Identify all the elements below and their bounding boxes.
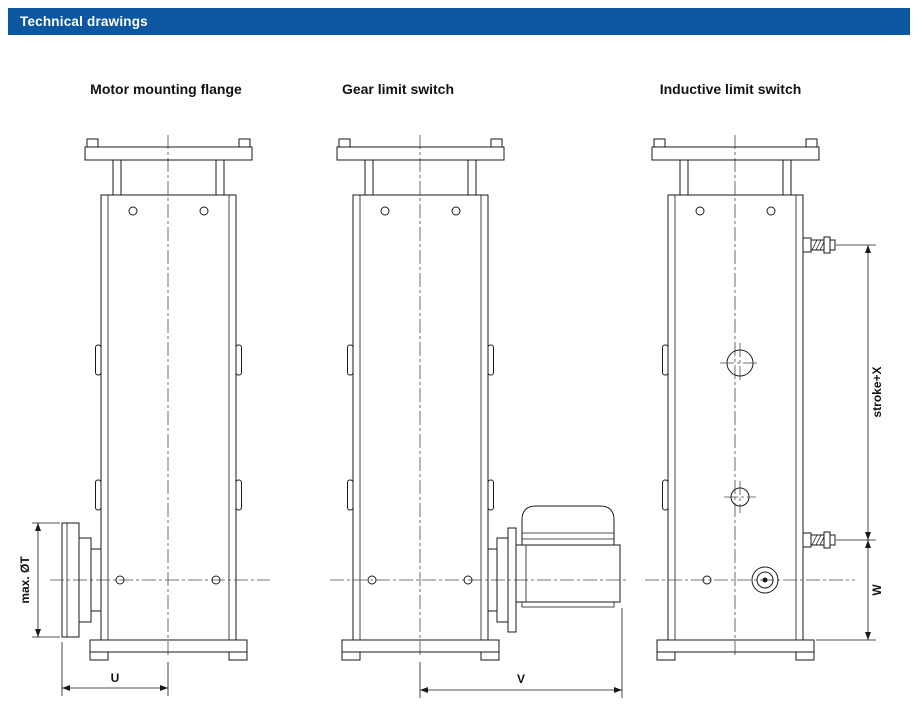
inductive-sensor-top: [802, 236, 836, 254]
motor-mounting-flange-drawing: max. ØT U: [20, 135, 270, 696]
foot-right: [795, 651, 815, 661]
foot-left: [656, 651, 676, 661]
column-body: [645, 135, 855, 661]
base-plate: [656, 639, 815, 653]
foot-left: [341, 651, 361, 661]
dimension-stroke-X: stroke+X: [836, 244, 884, 541]
foot-right: [480, 651, 500, 661]
arrowhead: [614, 687, 622, 693]
guide-post-right: [782, 159, 792, 196]
top-flange-plate: [651, 146, 820, 161]
shaft-end: [751, 566, 779, 594]
side-tab: [487, 479, 494, 511]
dimension-V: V: [419, 608, 623, 698]
lower-hole-right: [211, 575, 221, 585]
top-hole-left: [695, 206, 705, 216]
side-tab: [487, 344, 494, 376]
dimension-U: U: [61, 642, 169, 696]
side-tab: [662, 479, 669, 511]
top-bolt-left: [86, 138, 99, 148]
section-header: Technical drawings: [8, 8, 910, 35]
column-body: [330, 135, 628, 661]
arrowhead: [865, 632, 871, 640]
top-bolt-right: [805, 138, 818, 148]
top-bolt-right: [238, 138, 251, 148]
arrowhead: [62, 685, 70, 691]
motor-flange: [61, 522, 102, 638]
side-tab: [235, 479, 242, 511]
side-tab: [95, 479, 102, 511]
arrowhead: [865, 532, 871, 540]
guide-post-left: [364, 159, 374, 196]
gear-limit-switch-drawing: V: [330, 135, 628, 698]
foot-right: [228, 651, 248, 661]
switch-body: [515, 544, 621, 603]
dimension-max-diameter-T: max. ØT: [20, 522, 60, 638]
guide-post-right: [467, 159, 477, 196]
top-flange-plate: [336, 146, 505, 161]
arrowhead: [160, 685, 168, 691]
top-bolt-right: [490, 138, 503, 148]
figure-title-inductive-limit-switch: Inductive limit switch: [659, 81, 802, 97]
top-hole-right: [199, 206, 209, 216]
top-hole-left: [380, 206, 390, 216]
dim-label-max-diameter: max. ØT: [20, 556, 32, 604]
lower-hole-left: [367, 575, 377, 585]
arrowhead: [865, 245, 871, 253]
guide-post-right: [215, 159, 225, 196]
dim-label-stroke-X: stroke+X: [870, 366, 884, 417]
guide-post-left: [679, 159, 689, 196]
figure-title-motor-mounting-flange: Motor mounting flange: [90, 81, 242, 97]
side-tab: [347, 479, 354, 511]
column-housing: [100, 194, 237, 641]
lower-hole-left: [115, 575, 125, 585]
arrowhead: [865, 540, 871, 548]
arrowhead: [420, 687, 428, 693]
dimension-W: W: [816, 540, 884, 641]
arrowhead: [35, 629, 41, 637]
side-tab: [235, 344, 242, 376]
lower-hole-left: [702, 575, 712, 585]
base-plate: [341, 639, 500, 653]
lower-hole-right: [463, 575, 473, 585]
column-housing: [352, 194, 489, 641]
top-hole-right: [451, 206, 461, 216]
dim-label-V: V: [517, 672, 525, 686]
internal-features: [720, 343, 779, 594]
side-tab: [347, 344, 354, 376]
guide-post-left: [112, 159, 122, 196]
top-hole-right: [766, 206, 776, 216]
side-tab: [95, 344, 102, 376]
top-bolt-left: [338, 138, 351, 148]
dim-label-W: W: [870, 584, 884, 596]
column-housing: [667, 194, 804, 641]
inductive-sensor-bottom: [802, 531, 836, 549]
switch-dome-cover: [521, 505, 615, 545]
top-hole-left: [128, 206, 138, 216]
base-plate: [89, 639, 248, 653]
side-tab: [662, 344, 669, 376]
top-flange-plate: [84, 146, 253, 161]
gear-limit-switch-unit: [487, 505, 621, 633]
top-bolt-left: [653, 138, 666, 148]
inductive-limit-switch-drawing: stroke+X W: [645, 135, 884, 661]
column-body: [50, 135, 270, 661]
foot-left: [89, 651, 109, 661]
arrowhead: [35, 523, 41, 531]
section-title: Technical drawings: [20, 14, 148, 29]
dim-label-U: U: [111, 671, 120, 685]
figure-title-gear-limit-switch: Gear limit switch: [341, 81, 455, 97]
